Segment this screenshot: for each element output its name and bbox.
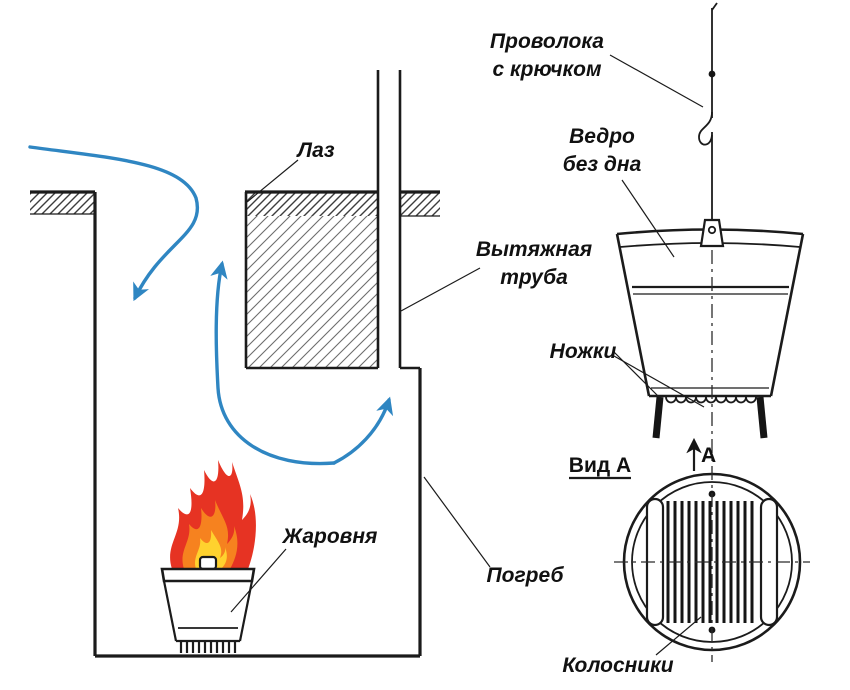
airflow-arrows: [28, 145, 394, 466]
leader-truba: [400, 267, 481, 312]
label-vedro-line2: без дна: [563, 153, 642, 176]
brazier-rim: [160, 567, 256, 583]
label-truba-line1: Вытяжная: [476, 238, 592, 261]
brazier-grate-legs: [179, 641, 237, 653]
label-kolosniki: Колосники: [562, 654, 673, 677]
leader-nozhki-2: [613, 355, 705, 408]
axis-and-view-marker: А: [614, 250, 810, 662]
label-nozhki: Ножки: [550, 340, 617, 363]
leader-kolosniki: [655, 616, 702, 656]
label-zharovnya: Жаровня: [282, 525, 378, 548]
left-labels: Лаз Вытяжная труба Жаровня Погреб: [230, 139, 592, 613]
wire-and-bucket: [615, 2, 805, 439]
bucket-right-side: [769, 233, 805, 397]
brazier-left-side: [162, 580, 178, 642]
clamp-bolt: [707, 225, 717, 235]
label-truba-line2: труба: [500, 266, 568, 289]
airflow-arrow-to-pipe: [332, 396, 394, 465]
flame-middle: [182, 500, 238, 569]
label-view-marker: А: [701, 444, 716, 467]
brazier-body-fill: [164, 581, 252, 641]
label-provoloka-line1: Проволока: [490, 30, 604, 53]
bucket-fill: [617, 234, 803, 396]
airflow-arrow-up: [210, 260, 336, 466]
airflow-arrow-in: [28, 145, 200, 302]
ceiling-block-hatch: [246, 216, 378, 368]
bucket-leg-right: [756, 396, 768, 439]
grate-top-view: [622, 472, 802, 652]
ground-right-hatch: [245, 192, 440, 216]
wire-bead: [708, 70, 716, 78]
bucket-leg-left: [652, 396, 664, 439]
wire-hook: [698, 111, 713, 146]
leader-vedro: [621, 179, 675, 258]
leader-provoloka: [609, 54, 704, 108]
exhaust-pipe-interior: [379, 70, 399, 368]
grate-scallops-side-view: [665, 396, 757, 404]
label-laz: Лаз: [295, 139, 334, 162]
brazier: [160, 460, 256, 653]
leader-laz: [246, 159, 299, 203]
cellar-section: [30, 70, 440, 658]
label-provoloka-line2: с крючком: [492, 58, 602, 81]
bucket-left-side: [615, 233, 651, 397]
label-view-title: Вид А: [569, 454, 631, 477]
label-vedro-line1: Ведро: [569, 125, 635, 148]
brazier-knob: [198, 555, 218, 571]
right-labels: Проволока с крючком Ведро без дна Ножки …: [490, 30, 705, 677]
leader-pogreb: [423, 476, 491, 568]
label-pogreb: Погреб: [487, 564, 565, 587]
leader-zharovnya: [230, 548, 287, 613]
ground-left-hatch: [30, 192, 95, 214]
